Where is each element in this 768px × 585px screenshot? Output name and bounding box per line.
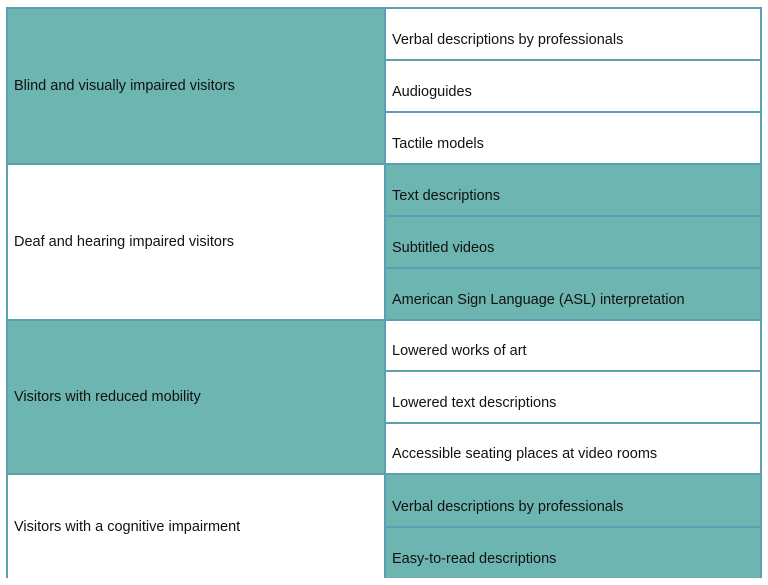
item-label: Lowered works of art (392, 343, 527, 360)
category-reduced-mobility: Visitors with reduced mobility (8, 321, 384, 473)
list-item: Verbal descriptions by professionals (386, 475, 760, 526)
accessibility-table: Blind and visually impaired visitors Ver… (6, 7, 762, 578)
item-label: Accessible seating places at video rooms (392, 445, 658, 462)
category-label: Blind and visually impaired visitors (14, 78, 235, 94)
items-deaf-hearing-impaired: Text descriptions Subtitled videos Ameri… (386, 165, 760, 319)
items-reduced-mobility: Lowered works of art Lowered text descri… (386, 321, 760, 473)
item-label: Verbal descriptions by professionals (392, 32, 624, 48)
item-label: Subtitled videos (392, 240, 495, 256)
category-blind-visually-impaired: Blind and visually impaired visitors (8, 9, 384, 163)
item-label: American Sign Language (ASL) interpretat… (392, 292, 685, 308)
list-item: Subtitled videos (386, 217, 760, 267)
category-label: Visitors with a cognitive impairment (14, 518, 241, 535)
item-label: Text descriptions (392, 188, 500, 204)
list-item: Accessible seating places at video rooms (386, 423, 760, 473)
item-label: Lowered text descriptions (392, 394, 557, 411)
item-label: Easy-to-read descriptions (392, 551, 557, 567)
category-label: Visitors with reduced mobility (14, 389, 201, 405)
item-label: Tactile models (392, 136, 484, 152)
list-item: Lowered works of art (386, 321, 760, 371)
items-cognitive-impairment: Verbal descriptions by professionals Eas… (386, 475, 760, 578)
item-label: Verbal descriptions by professionals (392, 498, 624, 515)
items-blind-visually-impaired: Verbal descriptions by professionals Aud… (386, 9, 760, 163)
list-item: Lowered text descriptions (386, 372, 760, 422)
list-item: Verbal descriptions by professionals (386, 9, 760, 59)
list-item: Text descriptions (386, 165, 760, 215)
list-item: Tactile models (386, 113, 760, 163)
list-item: American Sign Language (ASL) interpretat… (386, 269, 760, 319)
category-cognitive-impairment: Visitors with a cognitive impairment (8, 475, 384, 578)
category-label: Deaf and hearing impaired visitors (14, 234, 235, 250)
item-label: Audioguides (392, 84, 472, 100)
list-item: Audioguides (386, 61, 760, 111)
list-item: Easy-to-read descriptions (386, 527, 760, 578)
category-deaf-hearing-impaired: Deaf and hearing impaired visitors (8, 165, 384, 319)
